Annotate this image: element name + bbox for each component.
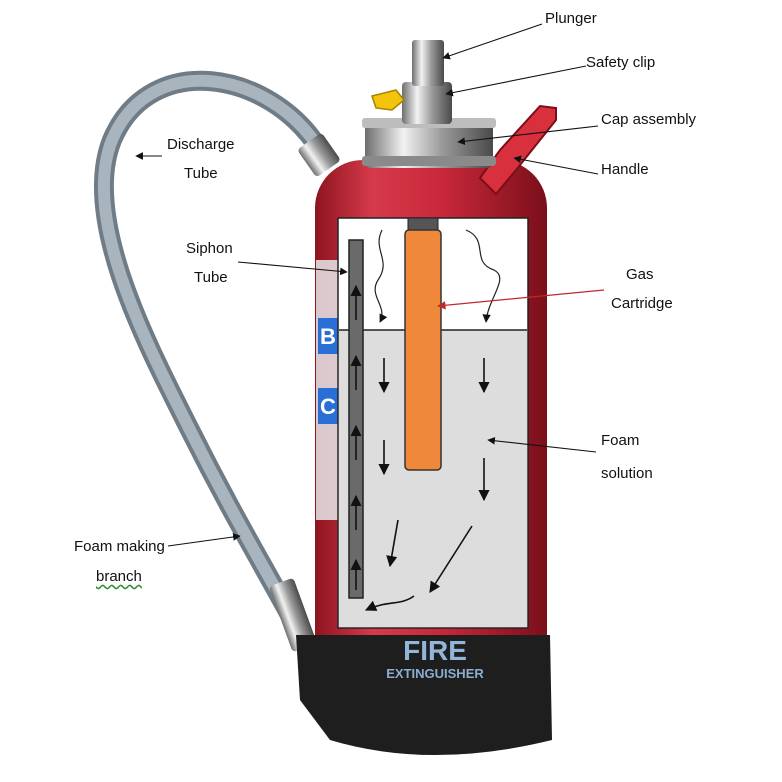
brand-subtext: EXTINGUISHER — [386, 666, 484, 681]
leader-lines — [135, 23, 599, 547]
label-foam-solution-line1: Foam — [601, 432, 640, 449]
label-plunger: Plunger — [545, 10, 597, 27]
label-safety-clip: Safety clip — [586, 54, 656, 71]
label-discharge-tube-line2: Tube — [184, 165, 218, 182]
gas-cartridge-neck — [407, 217, 439, 231]
gas-cartridge-leader — [437, 289, 605, 310]
label-siphon-tube-line2: Tube — [194, 269, 228, 286]
label-gas-cartridge-line1: Gas — [626, 266, 654, 283]
label-discharge-tube-line1: Discharge — [167, 136, 235, 153]
label-foam-solution-line2: solution — [601, 465, 653, 482]
carry-handle — [478, 104, 557, 196]
label-handle: Handle — [601, 161, 649, 178]
foam-flow-arrows — [364, 358, 490, 611]
safety-clip — [371, 89, 406, 111]
label-foam-branch-line1: Foam making — [74, 538, 165, 555]
discharge-hose — [93, 70, 330, 625]
valve-body — [402, 82, 452, 124]
brand-text: FIRE — [403, 635, 467, 666]
class-b-text: B — [320, 324, 336, 349]
siphon-tube — [348, 239, 364, 599]
gas-cartridge — [404, 229, 442, 471]
foam-making-branch — [269, 578, 317, 652]
label-siphon-tube-line1: Siphon — [186, 240, 233, 257]
plunger — [412, 40, 444, 86]
hose-coupling-top — [298, 134, 340, 176]
label-cap-assembly: Cap assembly — [601, 111, 697, 128]
label-gas-cartridge-line2: Cartridge — [611, 295, 673, 312]
class-c-text: C — [320, 394, 336, 419]
extinguisher-base — [296, 635, 552, 755]
label-foam-branch-line2: branch — [96, 568, 142, 585]
